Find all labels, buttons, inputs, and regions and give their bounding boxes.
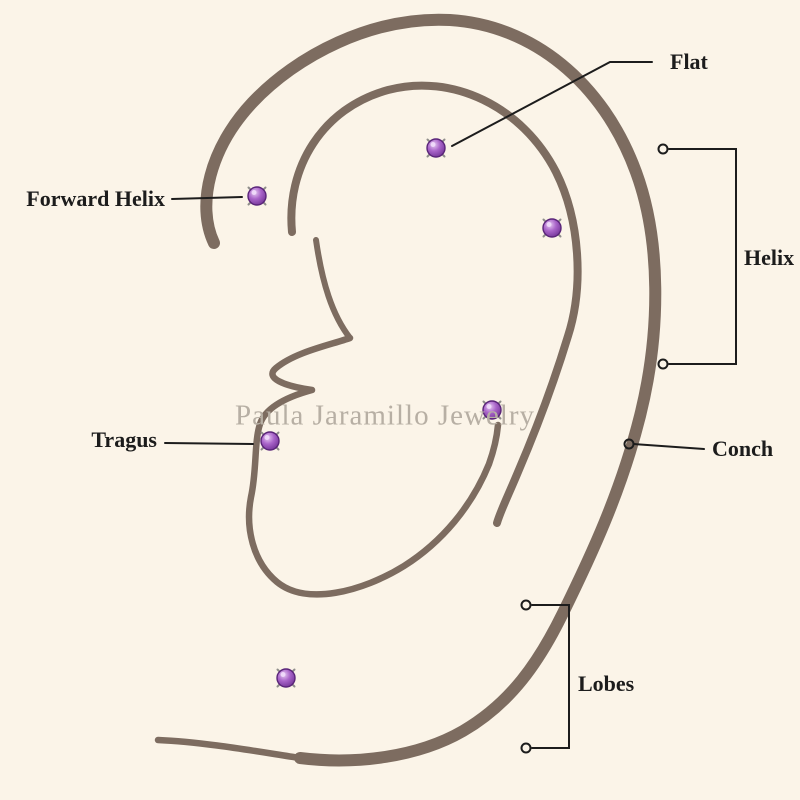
ear-outer-rim — [200, 13, 662, 767]
conch-label: Conch — [712, 436, 774, 461]
lobes-bracket-line — [531, 604, 570, 749]
helix-label: Helix — [744, 245, 795, 270]
helix-piercing-stud — [542, 218, 562, 238]
lobes-bracket-bottom-circle — [520, 742, 532, 754]
tragus-label: Tragus — [91, 427, 157, 452]
ear-antihelix-curve — [313, 237, 353, 341]
tragus-callout-line — [164, 442, 254, 445]
helix-bracket-bottom-circle — [657, 358, 669, 370]
conch-piercing-stud — [482, 400, 502, 420]
forward-helix-callout-line — [171, 196, 243, 200]
watermark: Paula Jaramillo Jewelry — [234, 399, 536, 432]
ear-tragus-concha-curve — [245, 334, 502, 598]
helix-bracket-top-circle — [657, 143, 669, 155]
flat-piercing-stud — [426, 138, 446, 158]
forward-helix-label: Forward Helix — [26, 186, 165, 211]
lobes-bracket — [520, 599, 570, 754]
conch-callout — [623, 438, 705, 450]
helix-bracket-line — [668, 148, 737, 365]
ear-lobe-tail — [154, 736, 304, 762]
lobe-piercing-stud — [276, 668, 296, 688]
flat-callout-line — [451, 61, 653, 147]
forward-helix-piercing-stud — [247, 186, 267, 206]
tragus-piercing-stud — [260, 431, 280, 451]
ear-inner-helix-rim — [287, 81, 582, 527]
lobes-bracket-top-circle — [520, 599, 532, 611]
flat-label: Flat — [670, 49, 708, 74]
helix-bracket — [657, 143, 737, 370]
lobes-label: Lobes — [578, 671, 635, 696]
conch-callout-line — [633, 443, 705, 450]
